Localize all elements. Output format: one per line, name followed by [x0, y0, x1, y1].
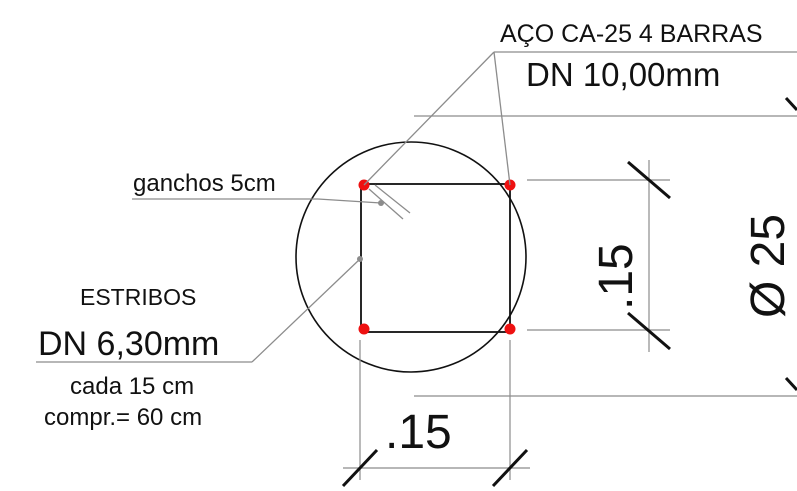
hooks-leader: [317, 198, 382, 204]
steel-leader-right: [493, 51, 511, 186]
stirrups-leader: [251, 258, 361, 363]
rebar-bottom-right: [504, 323, 516, 335]
dim-diameter-label: Ø 25: [742, 214, 795, 318]
dim-width-label: .15: [385, 406, 452, 459]
hook-line-1: [368, 188, 404, 220]
hook-line-2: [374, 184, 411, 214]
stirrups-leader-marker: [357, 256, 363, 262]
stirrups-spacing-label: cada 15 cm: [70, 373, 194, 400]
steel-leader-left: [363, 51, 495, 186]
stirrup-square: [360, 183, 511, 333]
steel-diameter-label: DN 10,00mm: [526, 56, 720, 93]
dim-width-tick-right: [491, 448, 529, 488]
dim-height-tick-bottom: [627, 311, 671, 351]
hooks-label: ganchos 5cm: [133, 170, 276, 197]
dim-height-label: .15: [590, 243, 643, 310]
column-circle: [295, 141, 527, 373]
dim-diameter-tick-top: [784, 96, 797, 112]
dim-height-tick-top: [627, 160, 671, 200]
rebar-bottom-left: [358, 323, 370, 335]
stirrups-title: ESTRIBOS: [80, 284, 196, 310]
steel-spec-label: AÇO CA-25 4 BARRAS: [500, 20, 763, 48]
dim-width-tick-left: [341, 448, 379, 488]
stirrups-diameter-label: DN 6,30mm: [38, 325, 219, 363]
dim-diameter-tick-bottom: [784, 376, 797, 392]
stirrups-length-label: compr.= 60 cm: [44, 404, 202, 431]
